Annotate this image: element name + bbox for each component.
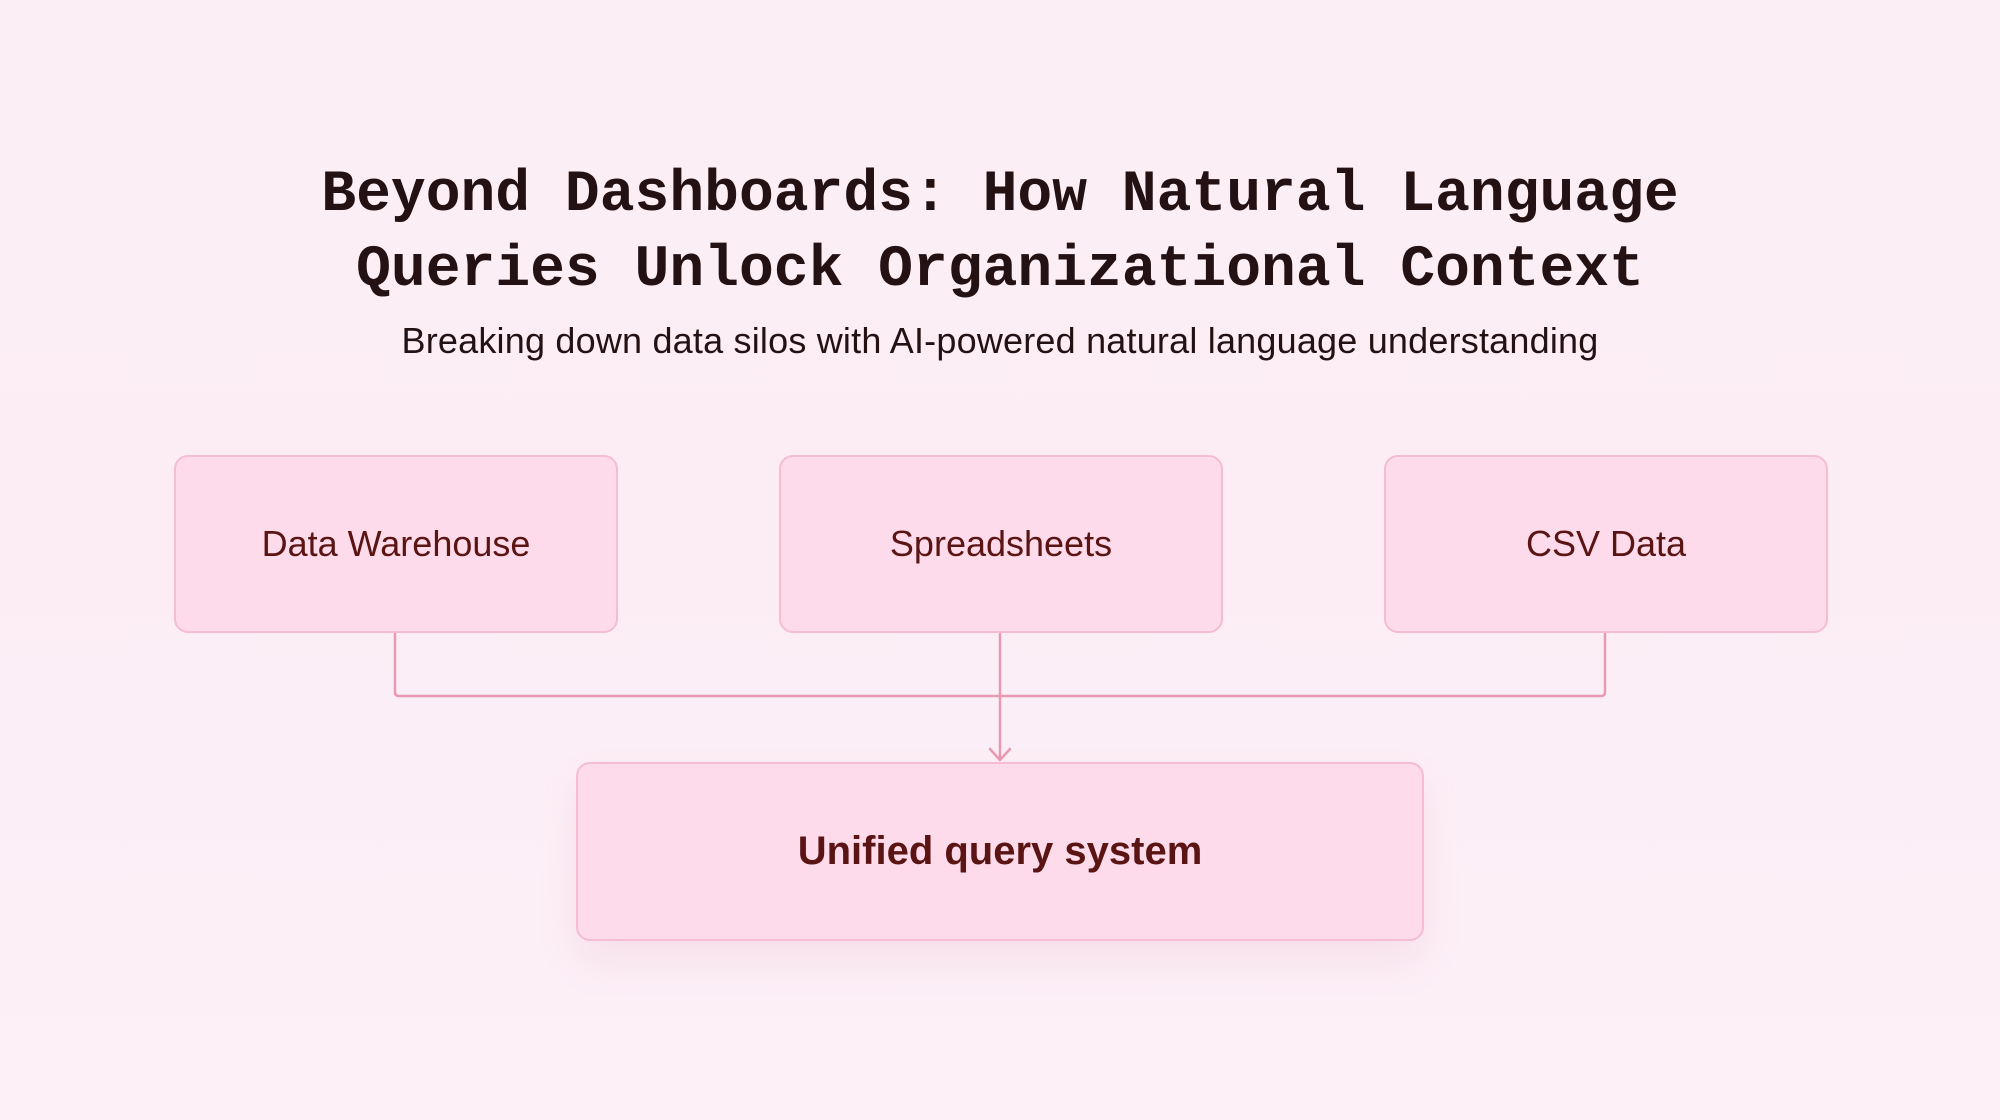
- source-label: Spreadsheets: [889, 523, 1113, 564]
- target-box-unified-query-system: Unified query system: [576, 762, 1424, 941]
- source-box-data-warehouse: Data Warehouse: [174, 455, 618, 633]
- source-box-csv-data: CSV Data: [1384, 455, 1828, 633]
- arrow-head-icon: [988, 747, 1012, 762]
- source-box-spreadsheets: Spreadsheets: [779, 455, 1223, 633]
- target-label: Unified query system: [797, 829, 1203, 873]
- page-title: Beyond Dashboards: How Natural Language …: [0, 158, 2000, 308]
- title-line-1: Beyond Dashboards: How Natural Language: [321, 163, 1679, 228]
- title-line-2: Queries Unlock Organizational Context: [356, 238, 1644, 303]
- subtitle: Breaking down data silos with AI-powered…: [401, 320, 1599, 361]
- source-label: CSV Data: [1525, 523, 1687, 564]
- source-label: Data Warehouse: [261, 523, 531, 564]
